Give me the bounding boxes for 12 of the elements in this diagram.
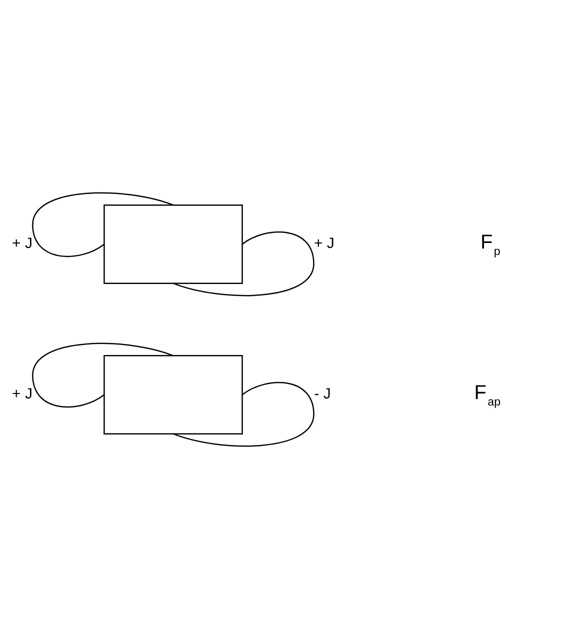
edge-label: - J <box>314 385 331 402</box>
connector <box>173 382 314 447</box>
edge-label: + J <box>314 234 334 252</box>
node-box <box>104 204 243 284</box>
node-box <box>104 355 243 434</box>
connector <box>173 231 314 296</box>
edge-label: + J <box>12 385 32 402</box>
connector <box>32 192 174 258</box>
edge-label: + J <box>12 234 32 252</box>
label: F$_{ap}$ <box>474 382 501 409</box>
connector <box>32 342 174 408</box>
label: F$_{p}$ <box>480 232 500 258</box>
